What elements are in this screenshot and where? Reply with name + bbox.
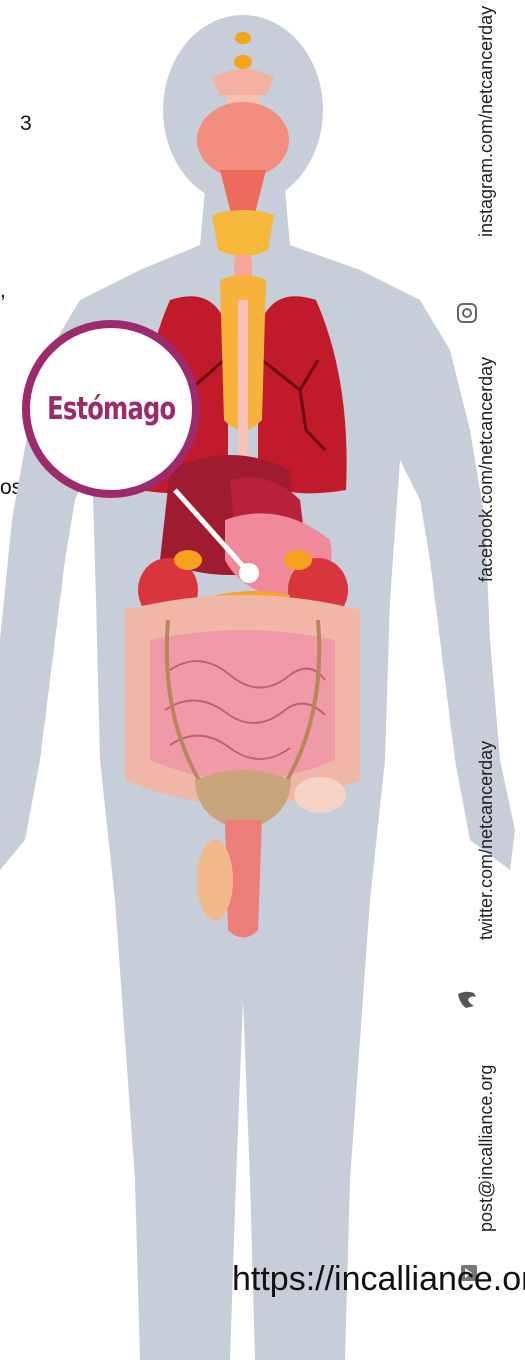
side-organ xyxy=(294,777,346,813)
instagram-icon[interactable] xyxy=(456,302,478,324)
callout-dot xyxy=(239,563,259,583)
gland-lower xyxy=(197,840,233,920)
organ-callout: Estómago xyxy=(22,320,200,498)
thyroid xyxy=(212,210,274,256)
esophagus xyxy=(238,300,248,470)
email-link[interactable]: post@incalliance.org xyxy=(476,1065,497,1232)
site-url[interactable]: https://incalliance.org xyxy=(232,1260,525,1299)
right-adrenal xyxy=(284,550,312,570)
twitter-icon[interactable] xyxy=(456,988,478,1010)
twitter-link[interactable]: twitter.com/netcancerday xyxy=(476,741,497,940)
instagram-link[interactable]: instagram.com/netcancerday xyxy=(476,6,497,237)
mouth-cavity xyxy=(197,102,289,178)
left-adrenal xyxy=(174,550,202,570)
callout-label: Estómago xyxy=(47,391,175,427)
facebook-link[interactable]: facebook.com/netcancerday xyxy=(476,357,497,582)
